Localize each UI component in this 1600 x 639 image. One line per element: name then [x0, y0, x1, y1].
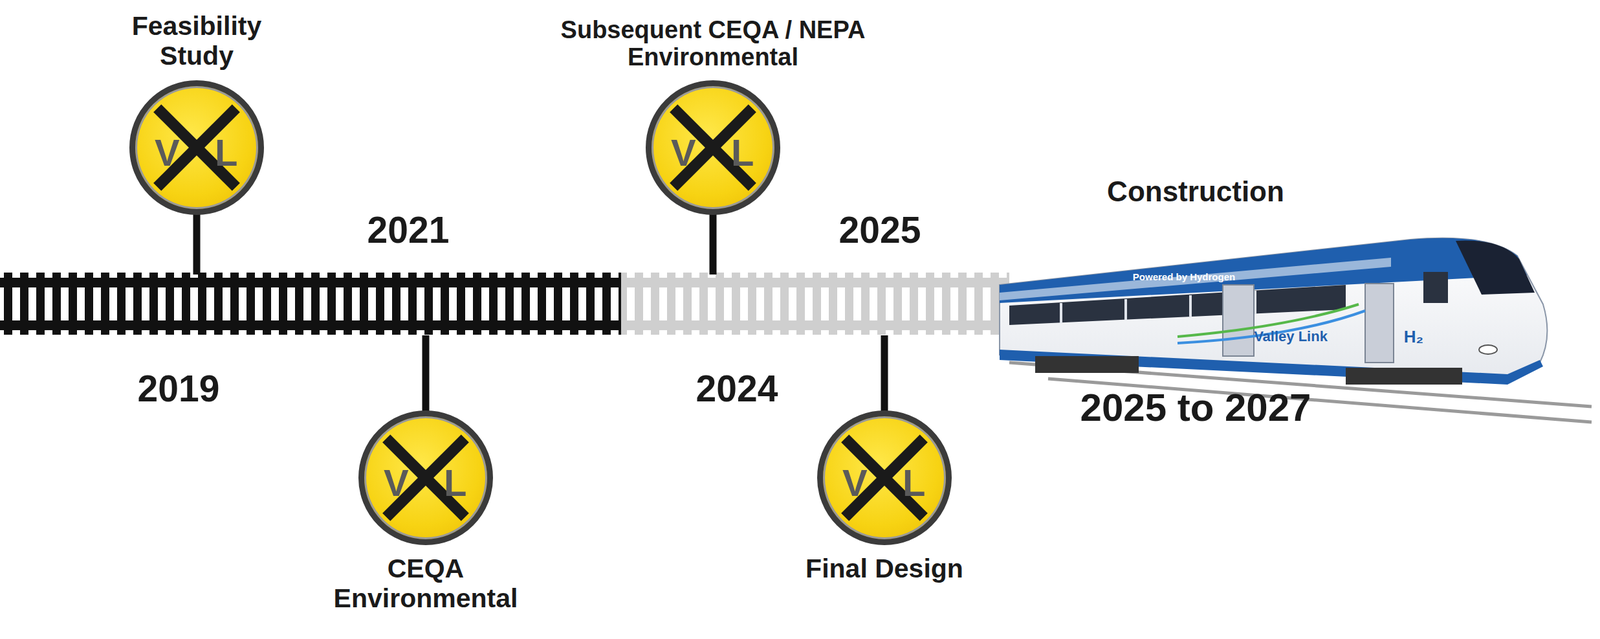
sign-letter: V	[842, 463, 868, 502]
hydrogen-train	[999, 238, 1547, 385]
sign-letter: L	[902, 463, 926, 502]
crossing-sign: VL	[358, 410, 494, 545]
milestone-caption: CEQA Environmental	[328, 553, 523, 614]
train-slogan: Powered by Hydrogen	[1132, 271, 1236, 282]
train-logo: Valley Link	[1253, 329, 1328, 344]
crossing-sign: VL	[817, 410, 952, 545]
sign-letter: L	[731, 133, 754, 172]
year-label: 2021	[367, 211, 450, 249]
milestone-caption: Feasibility Study	[99, 11, 294, 72]
milestone-caption: Subsequent CEQA / NEPA Environmental	[505, 16, 921, 72]
built-track	[0, 272, 622, 335]
sign-letter: V	[154, 133, 180, 172]
crossbuck-x	[822, 416, 946, 539]
crossing-sign: VL	[645, 80, 781, 215]
crossbuck-x	[651, 86, 775, 209]
future-track	[621, 272, 1010, 335]
sign-posts	[196, 213, 885, 418]
sign-letter: V	[383, 463, 409, 502]
crossbuck-x	[135, 86, 259, 209]
crossing-sign: VL	[129, 80, 264, 215]
sign-letter: L	[214, 133, 238, 172]
phase-years: 2025 to 2027	[1080, 388, 1312, 428]
phase-label: Construction	[1106, 177, 1285, 206]
year-label: 2024	[696, 370, 779, 407]
year-label: 2019	[137, 370, 220, 407]
milestone-caption: Final Design	[767, 553, 1001, 584]
year-label: 2025	[839, 211, 922, 249]
train-badge: H₂	[1403, 328, 1424, 345]
sign-letter: L	[443, 463, 467, 502]
sign-letter: V	[670, 133, 697, 172]
crossbuck-x	[364, 416, 488, 539]
